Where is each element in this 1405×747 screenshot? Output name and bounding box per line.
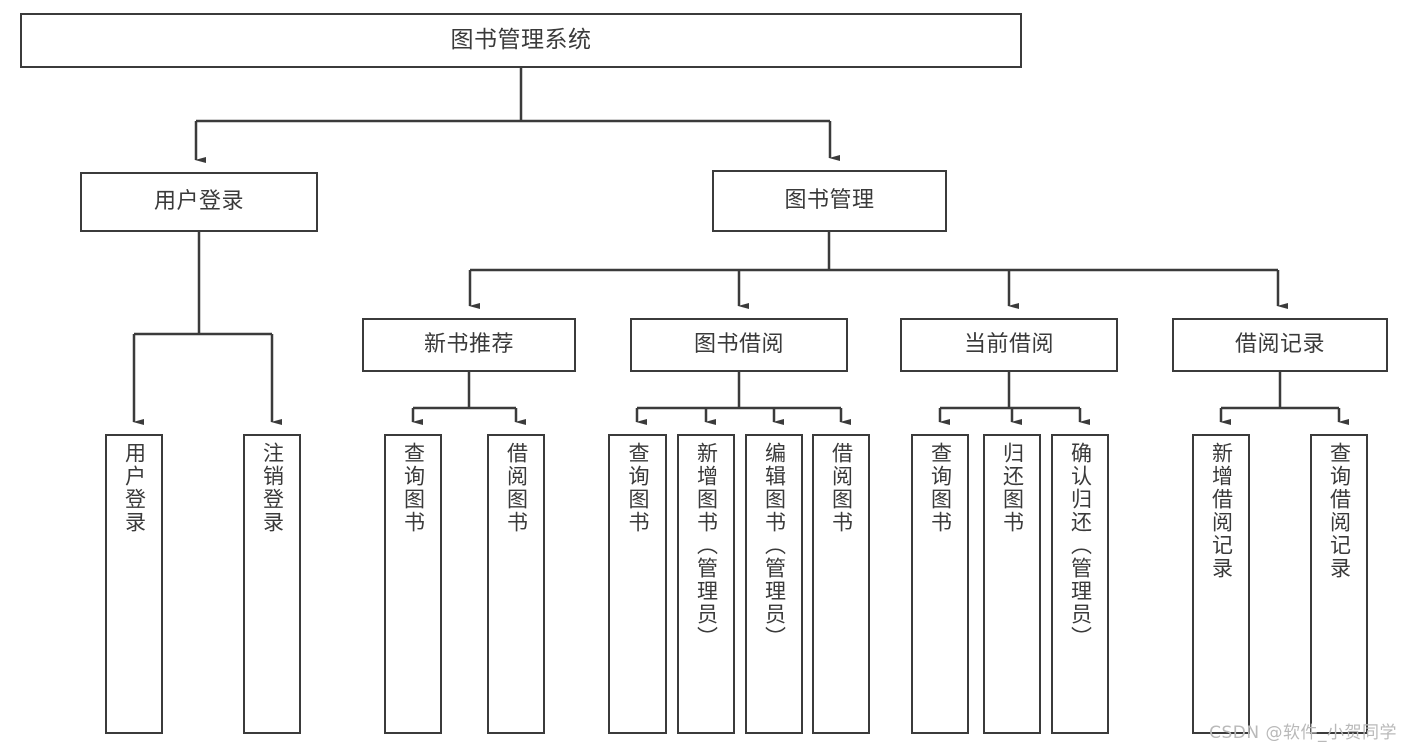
node-leaf-borrow-book[interactable]: 借阅图书 [812, 434, 870, 734]
node-leaf-add-book-admin-label: 新增图书（管理员） [694, 442, 719, 649]
node-leaf-logout-login[interactable]: 注销登录 [243, 434, 301, 734]
node-current-borrow-label: 当前借阅 [963, 332, 1054, 358]
node-leaf-borrow-book-recommend-label: 借阅图书 [504, 442, 529, 534]
node-leaf-query-borrow-record[interactable]: 查询借阅记录 [1310, 434, 1368, 734]
node-current-borrow[interactable]: 当前借阅 [900, 318, 1118, 372]
node-leaf-add-borrow-record-label: 新增借阅记录 [1209, 442, 1234, 580]
node-borrow-records-label: 借阅记录 [1234, 332, 1325, 358]
node-leaf-user-login-label: 用户登录 [122, 442, 147, 534]
node-leaf-edit-book-admin[interactable]: 编辑图书（管理员） [745, 434, 803, 734]
node-leaf-query-book-current[interactable]: 查询图书 [911, 434, 969, 734]
node-leaf-confirm-return-admin-label: 确认归还（管理员） [1068, 442, 1093, 649]
node-borrow-records[interactable]: 借阅记录 [1172, 318, 1388, 372]
node-leaf-query-book-current-label: 查询图书 [928, 442, 953, 534]
node-leaf-edit-book-admin-label: 编辑图书（管理员） [762, 442, 787, 649]
node-leaf-borrow-book-label: 借阅图书 [829, 442, 854, 534]
node-leaf-borrow-book-recommend[interactable]: 借阅图书 [487, 434, 545, 734]
node-leaf-query-book-recommend-label: 查询图书 [401, 442, 426, 534]
node-user-login[interactable]: 用户登录 [80, 172, 318, 232]
node-root[interactable]: 图书管理系统 [20, 13, 1022, 68]
node-new-book-recommend-label: 新书推荐 [423, 332, 514, 358]
node-leaf-query-book-borrow[interactable]: 查询图书 [608, 434, 667, 734]
node-leaf-return-book[interactable]: 归还图书 [983, 434, 1041, 734]
node-leaf-return-book-label: 归还图书 [1000, 442, 1025, 534]
node-leaf-query-book-borrow-label: 查询图书 [626, 442, 650, 534]
node-leaf-user-login[interactable]: 用户登录 [105, 434, 163, 734]
node-root-label: 图书管理系统 [450, 26, 592, 53]
node-book-management-label: 图书管理 [784, 188, 875, 214]
node-leaf-query-book-recommend[interactable]: 查询图书 [384, 434, 442, 734]
node-leaf-confirm-return-admin[interactable]: 确认归还（管理员） [1051, 434, 1109, 734]
node-book-management[interactable]: 图书管理 [712, 170, 947, 232]
node-book-borrow[interactable]: 图书借阅 [630, 318, 848, 372]
watermark-text: CSDN @软件_小贺同学 [1209, 723, 1397, 743]
node-leaf-logout-login-label: 注销登录 [260, 442, 285, 534]
node-leaf-query-borrow-record-label: 查询借阅记录 [1327, 442, 1352, 580]
node-user-login-label: 用户登录 [153, 189, 244, 215]
node-leaf-add-borrow-record[interactable]: 新增借阅记录 [1192, 434, 1250, 734]
node-new-book-recommend[interactable]: 新书推荐 [362, 318, 576, 372]
node-leaf-add-book-admin[interactable]: 新增图书（管理员） [677, 434, 735, 734]
node-book-borrow-label: 图书借阅 [693, 332, 784, 358]
